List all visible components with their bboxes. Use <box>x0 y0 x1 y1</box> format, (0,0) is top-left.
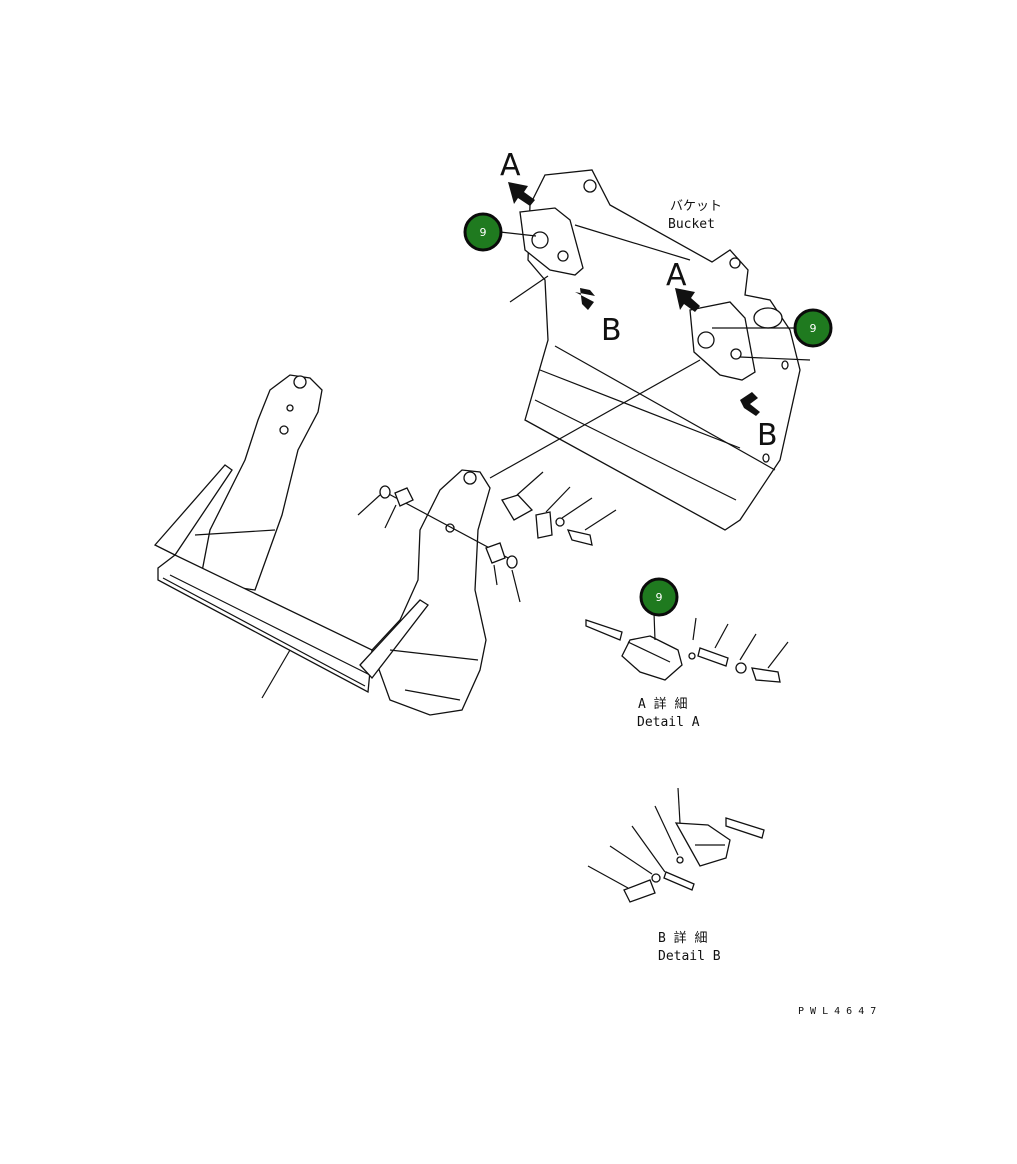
view-label-a-right: A <box>666 258 687 293</box>
detail-b <box>587 787 765 903</box>
callout-detail-a[interactable]: 9 <box>639 577 679 617</box>
detail-b-label-jp: B 詳 細 <box>658 930 707 946</box>
view-label-b-left: B <box>601 313 622 348</box>
callout-number: 9 <box>656 591 663 604</box>
view-label-a-top: A <box>500 148 521 183</box>
callout-top-left[interactable]: 9 <box>463 212 537 252</box>
arrow-b-right-icon <box>740 392 760 416</box>
pin-assembly <box>357 471 617 603</box>
detail-a <box>585 612 789 683</box>
drawing-code: P W L 4 6 4 7 <box>798 1006 876 1017</box>
arrow-a-top-icon <box>508 182 535 206</box>
loader-frame <box>153 374 491 716</box>
detail-a-label-en: Detail A <box>637 715 700 730</box>
detail-b-label-en: Detail B <box>658 949 721 964</box>
bucket-label-jp: バケット <box>670 199 722 214</box>
bucket-label-en: Bucket <box>668 217 715 232</box>
arrow-b-left-icon <box>575 288 595 310</box>
bucket-assembly <box>519 169 801 531</box>
view-label-b-right: B <box>757 418 778 453</box>
callout-number: 9 <box>810 322 817 335</box>
arrow-a-right-icon <box>675 288 700 312</box>
callout-top-right[interactable]: 9 <box>712 308 833 348</box>
detail-a-label-jp: A 詳 細 <box>638 696 687 712</box>
callout-number: 9 <box>480 226 487 239</box>
view-arrows <box>508 182 760 416</box>
